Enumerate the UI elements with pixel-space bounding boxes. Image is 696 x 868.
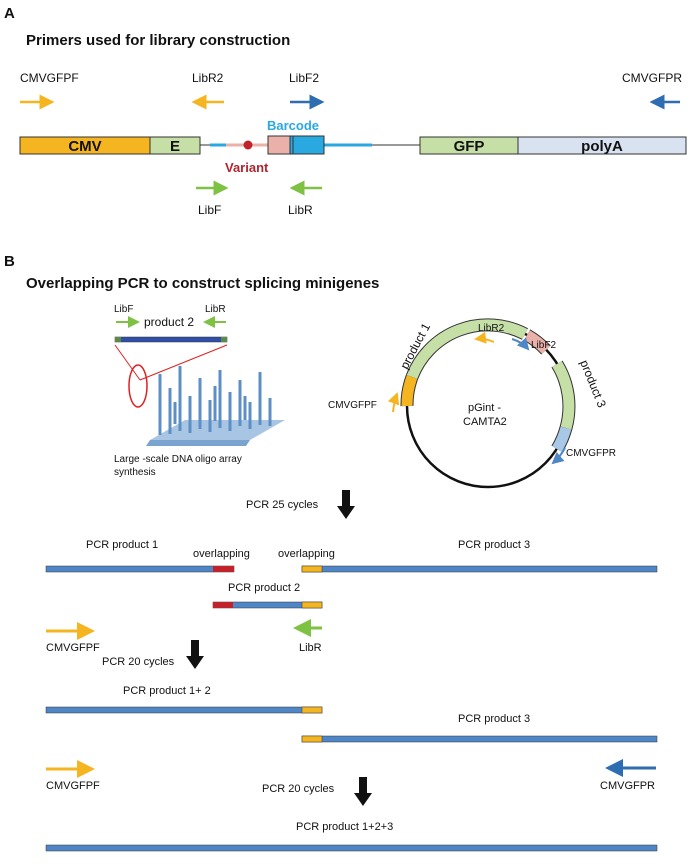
oligo-product2-bar bbox=[114, 336, 228, 343]
pcr-product3-bar-a bbox=[301, 565, 658, 573]
pcr-product123-label: PCR product 1+2+3 bbox=[296, 821, 393, 833]
array-caption-line1: Large -scale DNA oligo array bbox=[114, 454, 242, 465]
cmvgfpf-label-b: CMVGFPF bbox=[46, 780, 100, 792]
libr-label-a: LibR bbox=[299, 642, 322, 654]
pcr-product3-label-b: PCR product 3 bbox=[458, 713, 530, 725]
pcr-product12-overlap bbox=[301, 706, 323, 714]
e-segment bbox=[149, 136, 201, 155]
step2-arrow bbox=[186, 640, 204, 669]
primer-label-cmvgfpf: CMVGFPF bbox=[20, 71, 79, 85]
e-label: E bbox=[170, 138, 180, 155]
oligo-product2-label: product 2 bbox=[144, 315, 194, 329]
pcr-product2-left-overlap bbox=[213, 602, 233, 608]
oligo-highlight-circle bbox=[128, 364, 148, 408]
barcode-label: Barcode bbox=[267, 118, 319, 133]
step3-label: PCR 20 cycles bbox=[262, 783, 335, 795]
oligo-libr-label: LibR bbox=[205, 304, 226, 315]
overlap-left-label: overlapping bbox=[193, 548, 250, 560]
oligo-strands bbox=[158, 366, 272, 435]
pcr-product2-label: PCR product 2 bbox=[228, 582, 300, 594]
pcr-product1-label: PCR product 1 bbox=[86, 539, 158, 551]
plasmid-insert bbox=[524, 330, 551, 354]
barcode-segment bbox=[289, 135, 325, 155]
pcr-product1-overlap bbox=[213, 566, 234, 572]
oligo-left-end bbox=[115, 337, 121, 342]
gfp-label: GFP bbox=[454, 138, 485, 155]
cmvgfpr-label-b: CMVGFPR bbox=[600, 780, 655, 792]
primer-label-libf: LibF bbox=[198, 203, 221, 217]
pcr-product3-overlap-b bbox=[301, 735, 323, 743]
array-caption-line2: synthesis bbox=[114, 467, 156, 478]
primer-label-libf2: LibF2 bbox=[289, 71, 319, 85]
pcr-product2-right-overlap bbox=[301, 601, 323, 609]
variant-dot bbox=[243, 140, 253, 150]
plasmid-libr2-arrow bbox=[474, 331, 495, 344]
plasmid-name-line2: CAMTA2 bbox=[463, 416, 507, 428]
oligo-right-end bbox=[221, 337, 227, 342]
polya-segment bbox=[517, 136, 687, 155]
product1-arc bbox=[406, 319, 528, 380]
primer-label-libr2: LibR2 bbox=[192, 71, 224, 85]
oligo-libf-label: LibF bbox=[114, 304, 133, 315]
product3-arc bbox=[552, 361, 575, 430]
product1-yellow-end bbox=[401, 375, 418, 407]
cmvgfpf-label-a: CMVGFPF bbox=[46, 642, 100, 654]
panel-b-title: Overlapping PCR to construct splicing mi… bbox=[26, 275, 379, 292]
plasmid-cmvgfpr-label: CMVGFPR bbox=[566, 448, 616, 459]
step1-arrow bbox=[337, 490, 355, 519]
plasmid-product3-label: product 3 bbox=[577, 358, 609, 410]
panel-a-letter: A bbox=[4, 5, 15, 22]
plasmid-name-line1: pGint - bbox=[468, 402, 501, 414]
pcr-product12-bar bbox=[45, 706, 323, 714]
plasmid-cmvgfpf-arrow bbox=[387, 392, 400, 413]
plasmid-libf2-label: LibF2 bbox=[531, 340, 556, 351]
cmv-label: CMV bbox=[68, 138, 101, 155]
primer-label-libr: LibR bbox=[288, 203, 313, 217]
polya-label: polyA bbox=[581, 138, 623, 155]
overlap-right-label: overlapping bbox=[278, 548, 335, 560]
plasmid-libf2-arrow bbox=[511, 337, 530, 351]
step1-label: PCR 25 cycles bbox=[246, 499, 319, 511]
product3-blue-end bbox=[552, 426, 572, 452]
plasmid-cmvgfpr-arrow bbox=[551, 447, 566, 465]
pcr-product123-bar bbox=[45, 844, 658, 852]
variant-label: Variant bbox=[225, 160, 269, 175]
primer-label-cmvgfpr: CMVGFPR bbox=[622, 71, 682, 85]
step2-label: PCR 20 cycles bbox=[102, 656, 175, 668]
panel-b-letter: B bbox=[4, 253, 15, 270]
plasmid-libr2-label: LibR2 bbox=[478, 323, 505, 334]
zoom-line-left bbox=[114, 344, 141, 381]
array-front-face bbox=[146, 440, 250, 446]
panel-a-title: Primers used for library construction bbox=[26, 32, 290, 49]
plasmid-cmvgfpf-label: CMVGFPF bbox=[328, 400, 377, 411]
pcr-product12-label: PCR product 1+ 2 bbox=[123, 685, 211, 697]
pcr-product3-label-a: PCR product 3 bbox=[458, 539, 530, 551]
pcr-product3-overlap-a bbox=[301, 565, 323, 573]
zoom-line-right bbox=[139, 344, 228, 381]
pcr-product3-bar-b bbox=[301, 735, 658, 743]
exon-segment bbox=[267, 135, 291, 155]
pcr-product1-bar bbox=[45, 565, 235, 573]
step3-arrow bbox=[354, 777, 372, 806]
